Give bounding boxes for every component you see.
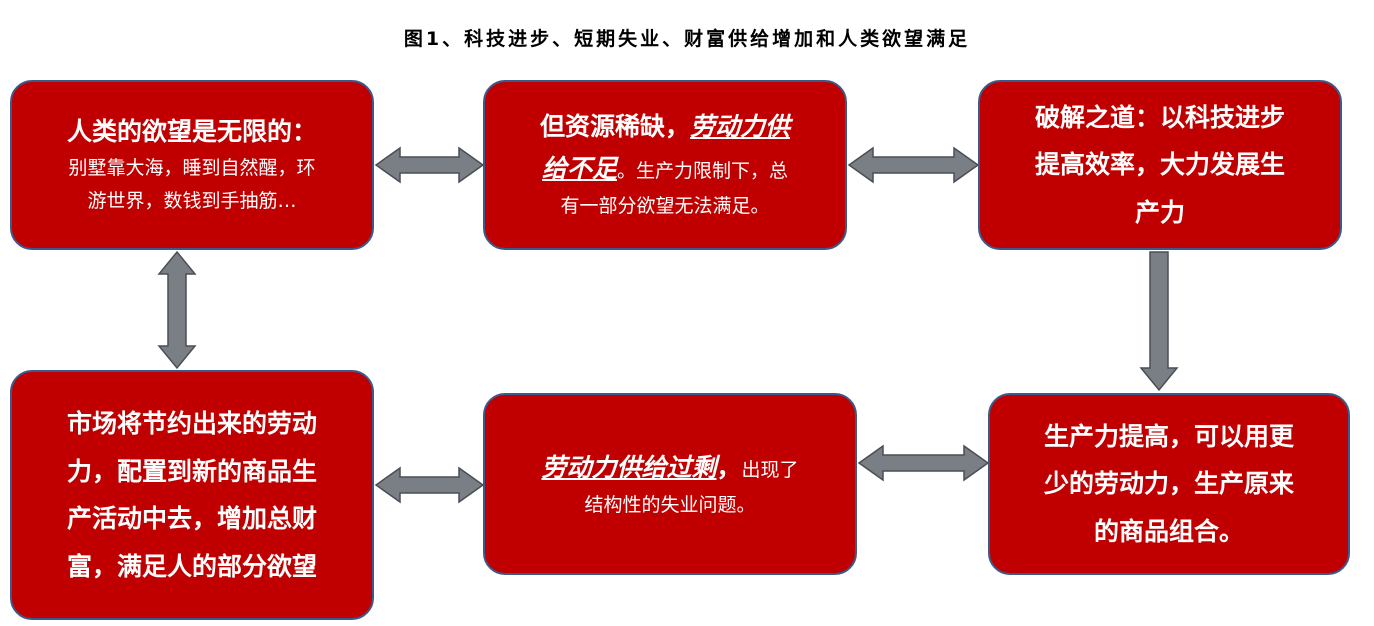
scarcity-intro: 但资源稀缺，: [539, 111, 690, 141]
desires-line-2: 游世界，数钱到手抽筋…: [87, 190, 297, 212]
down-arrow-solution-productivity: [1139, 251, 1179, 392]
box-infinite-desires: 人类的欲望是无限的： 别墅靠大海，睡到自然醒，环 游世界，数钱到手抽筋…: [10, 80, 374, 250]
surplus-line-1: 劳动力供给过剩，出现了: [541, 446, 798, 490]
box-market-reallocation: 市场将节约出来的劳动 力，配置到新的商品生 产活动中去，增加总财 富，满足人的部…: [10, 370, 374, 620]
double-arrow-surplus-productivity: [857, 444, 990, 482]
surplus-emphasis: 劳动力供给过剩: [541, 452, 717, 482]
scarcity-emphasis-1: 劳动力供: [690, 111, 791, 141]
box-solution: 破解之道：以科技进步 提高效率，大力发展生 产力: [978, 80, 1342, 250]
productivity-line-2: 少的劳动力，生产原来: [1043, 469, 1294, 499]
double-arrow-market-surplus: [374, 466, 485, 504]
solution-line-2: 提高效率，大力发展生: [1034, 150, 1285, 180]
box-labor-surplus: 劳动力供给过剩，出现了 结构性的失业问题。: [483, 393, 857, 575]
solution-line-3: 产力: [1134, 197, 1185, 227]
surplus-comma: ，: [716, 452, 742, 482]
scarcity-line-3: 有一部分欲望无法满足。: [560, 195, 770, 218]
surplus-tail: 出现了: [741, 458, 799, 481]
scarcity-emphasis-2: 给不足: [541, 153, 617, 183]
diagram-title: 图1、科技进步、短期失业、财富供给增加和人类欲望满足: [403, 28, 971, 50]
productivity-line-1: 生产力提高，可以用更: [1043, 421, 1294, 451]
market-line-3: 产活动中去，增加总财: [66, 504, 317, 533]
scarcity-line-1: 但资源稀缺，劳动力供: [540, 107, 790, 147]
desires-heading: 人类的欲望是无限的：: [66, 116, 317, 146]
market-line-2: 力，配置到新的商品生: [66, 456, 317, 486]
productivity-line-3: 的商品组合。: [1093, 516, 1244, 546]
surplus-line-2: 结构性的失业问题。: [584, 494, 756, 517]
solution-line-1: 破解之道：以科技进步: [1034, 102, 1285, 132]
scarcity-line-2: 给不足。生产力限制下，总: [542, 147, 788, 191]
double-arrow-desires-market: [157, 250, 197, 370]
box-productivity-rise: 生产力提高，可以用更 少的劳动力，生产原来 的商品组合。: [988, 393, 1350, 575]
double-arrow-scarcity-solution: [847, 146, 980, 184]
double-arrow-desires-scarcity: [374, 146, 485, 184]
desires-line-1: 别墅靠大海，睡到自然醒，环: [68, 156, 316, 179]
box-resource-scarcity: 但资源稀缺，劳动力供 给不足。生产力限制下，总 有一部分欲望无法满足。: [483, 80, 847, 250]
scarcity-tail: 。生产力限制下，总: [617, 159, 789, 182]
market-line-1: 市场将节约出来的劳动: [66, 409, 317, 438]
market-line-4: 富，满足人的部分欲望: [66, 551, 317, 581]
